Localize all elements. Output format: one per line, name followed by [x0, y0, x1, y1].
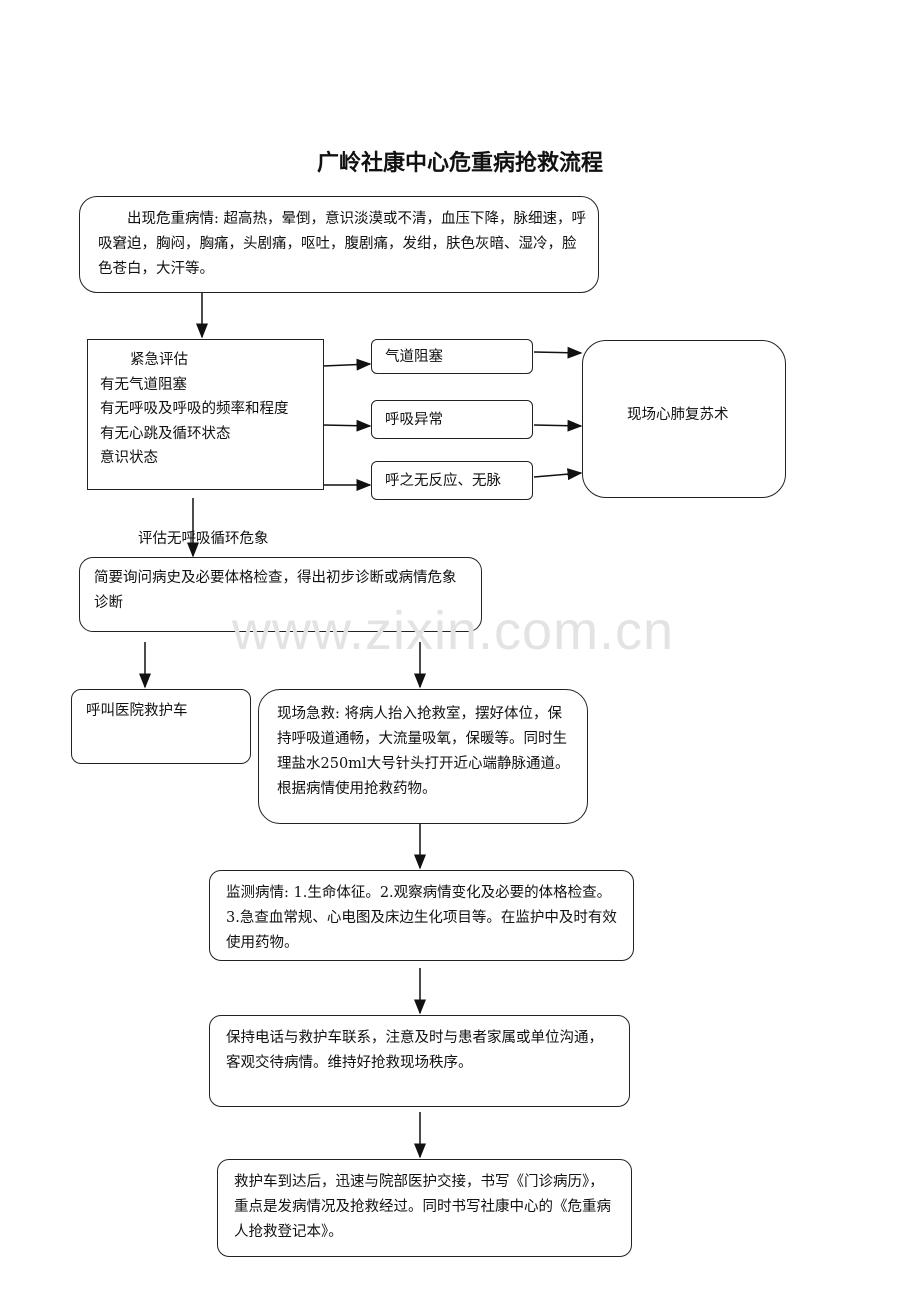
assessment-item: 有无呼吸及呼吸的频率和程度 — [100, 401, 289, 417]
history-box: 简要询问病史及必要体格检查，得出初步诊断或病情危象诊断 — [79, 557, 482, 632]
symptoms-box: 出现危重病情: 超高热，晕倒，意识淡漠或不清，血压下降，脉细速，呼吸窘迫，胸闷，… — [79, 196, 599, 293]
assessment-item: 意识状态 — [100, 450, 158, 466]
assessment-item: 有无心跳及循环状态 — [100, 425, 231, 442]
airway-obstruction-box: 气道阻塞 — [371, 339, 533, 374]
handover-box: 救护车到达后，迅速与院部医护交接，书写《门诊病历》，重点是发病情况及抢救经过。同… — [217, 1159, 632, 1257]
cpr-box: 现场心肺复苏术 — [582, 340, 786, 498]
assessment-box: 紧急评估 有无气道阻塞 有无呼吸及呼吸的频率和程度 有无心跳及循环状态 意识状态 — [87, 339, 324, 490]
breathing-abnormal-box: 呼吸异常 — [371, 400, 533, 439]
no-crisis-label: 评估无呼吸循环危象 — [138, 531, 269, 547]
onsite-rescue-box: 现场急救: 将病人抬入抢救室，摆好体位，保持呼吸道通畅，大流量吸氧，保暖等。同时… — [258, 689, 588, 824]
monitor-box: 监测病情: 1.生命体征。2.观察病情变化及必要的体格检查。3.急查血常规、心电… — [209, 870, 634, 961]
contact-box: 保持电话与救护车联系，注意及时与患者家属或单位沟通，客观交待病情。维持好抢救现场… — [209, 1015, 630, 1107]
page-title: 广岭社康中心危重病抢救流程 — [316, 150, 603, 176]
assessment-item: 有无气道阻塞 — [100, 376, 187, 393]
assessment-heading: 紧急评估 — [130, 352, 188, 368]
no-response-box: 呼之无反应、无脉 — [371, 461, 533, 500]
call-ambulance-box: 呼叫医院救护车 — [71, 689, 251, 764]
